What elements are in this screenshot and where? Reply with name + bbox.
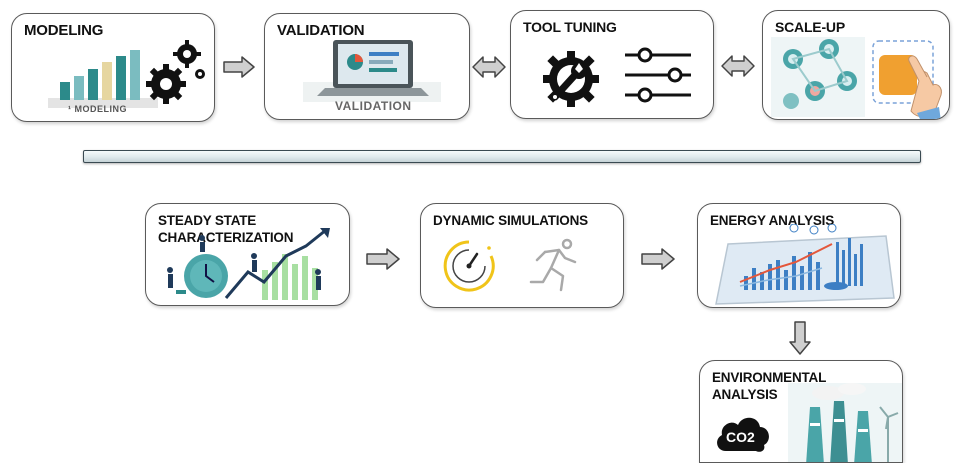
step-caption: ¹ MODELING	[68, 104, 127, 114]
growth-chart-icon	[156, 226, 346, 305]
gauge-icon	[439, 236, 499, 296]
wrench-gear-icon	[539, 47, 603, 111]
step-title: ENVIRONMENTAL ANALYSIS	[712, 370, 827, 402]
touch-hand-icon	[771, 37, 949, 119]
step-modeling: MODELING	[11, 13, 215, 122]
step-title: DYNAMIC SIMULATIONS	[433, 213, 588, 228]
step-title: VALIDATION	[277, 22, 365, 39]
step-tool-tuning: TOOL TUNING	[510, 10, 714, 119]
sliders-icon	[623, 45, 693, 109]
step-validation: VALIDATION VALIDATION	[264, 13, 470, 120]
arrow-right	[365, 247, 401, 271]
step-title: MODELING	[24, 22, 104, 39]
tablet-chart-icon	[710, 224, 898, 307]
laptop-icon	[303, 36, 443, 106]
cloud-icon	[714, 411, 774, 455]
step-dynamic-simulations: DYNAMIC SIMULATIONS	[420, 203, 624, 308]
step-steady-state: STEADY STATE CHARACTERIZATION	[145, 203, 350, 306]
step-title: ENERGY ANALYSIS	[710, 213, 835, 228]
divider-bar	[83, 150, 921, 163]
arrow-bidirectional	[720, 54, 756, 78]
step-caption: VALIDATION	[335, 99, 412, 113]
gears-icon	[46, 36, 206, 116]
step-title: TOOL TUNING	[523, 19, 617, 35]
step-title: SCALE-UP	[775, 19, 845, 35]
step-title: STEADY STATE CHARACTERIZATION	[158, 213, 294, 245]
step-environmental-analysis: ENVIRONMENTAL ANALYSIS CO2	[699, 360, 903, 463]
arrow-down	[788, 320, 812, 356]
arrow-right	[222, 55, 256, 79]
factory-icon	[788, 383, 902, 462]
step-scale-up: SCALE-UP	[762, 10, 950, 120]
running-person-icon	[525, 238, 585, 294]
arrow-right	[640, 247, 676, 271]
step-energy-analysis: ENERGY ANALYSIS	[697, 203, 901, 308]
arrow-bidirectional	[471, 55, 507, 79]
co2-label: CO2	[726, 429, 755, 445]
